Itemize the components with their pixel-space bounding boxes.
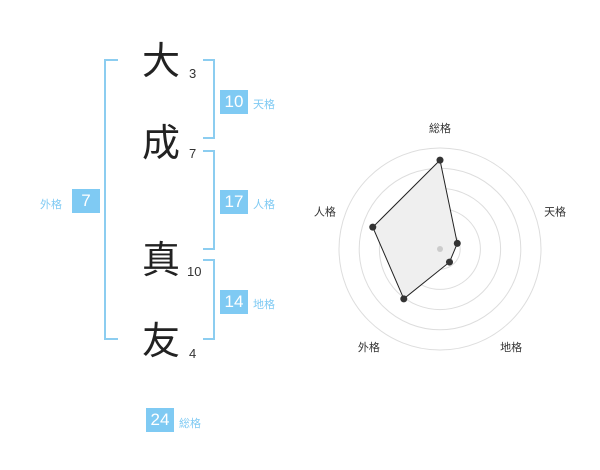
jinkaku-label: 人格 [253, 198, 275, 211]
radar-point-2 [453, 239, 461, 247]
radar-ring-1 [338, 147, 542, 351]
name-char-4: 友 [142, 319, 181, 363]
soukaku-value-badge: 24 [146, 408, 174, 432]
radar-axis-label-3: 地格 [500, 340, 522, 354]
stroke-count-1: 3 [189, 66, 197, 81]
chikaku-label: 地格 [253, 298, 275, 311]
gaikaku-bracket-top [106, 59, 118, 61]
jinkaku-bracket-spine [213, 150, 215, 250]
radar-axis-label-4: 外格 [358, 340, 380, 354]
radar-point-1 [436, 156, 444, 164]
gaikaku-value-badge: 7 [72, 189, 100, 213]
tenkaku-bracket-spine [213, 59, 215, 139]
radar-axis-label-5: 人格 [314, 205, 336, 219]
jinkaku-bracket-top [203, 150, 215, 152]
tenkaku-bracket-bottom [203, 137, 215, 139]
gaikaku-bracket-spine [104, 59, 106, 340]
soukaku-label: 総格 [179, 417, 201, 430]
tenkaku-label: 天格 [253, 98, 275, 111]
radar-axis-label-1: 総格 [429, 121, 451, 135]
radar-area [372, 159, 458, 300]
stroke-count-3: 10 [187, 264, 202, 279]
radar-center [437, 246, 443, 252]
chikaku-bracket-bottom [203, 338, 215, 340]
name-char-2: 成 [142, 121, 181, 165]
jinkaku-value-badge: 17 [220, 190, 248, 214]
jinkaku-bracket-bottom [203, 248, 215, 250]
chikaku-bracket-top [203, 259, 215, 261]
tenkaku-bracket-top [203, 59, 215, 61]
radar-point-3 [445, 258, 453, 266]
gaikaku-label: 外格 [40, 198, 62, 211]
name-char-3: 真 [142, 238, 181, 282]
chikaku-bracket-spine [213, 259, 215, 340]
radar-point-5 [369, 223, 377, 231]
tenkaku-value-badge: 10 [220, 90, 248, 114]
gaikaku-bracket-bottom [106, 338, 118, 340]
radar-point-4 [400, 295, 408, 303]
name-char-1: 大 [142, 39, 181, 83]
stroke-count-4: 4 [189, 346, 197, 361]
radar-axis-label-2: 天格 [544, 205, 566, 219]
stroke-count-2: 7 [189, 146, 197, 161]
chikaku-value-badge: 14 [220, 290, 248, 314]
